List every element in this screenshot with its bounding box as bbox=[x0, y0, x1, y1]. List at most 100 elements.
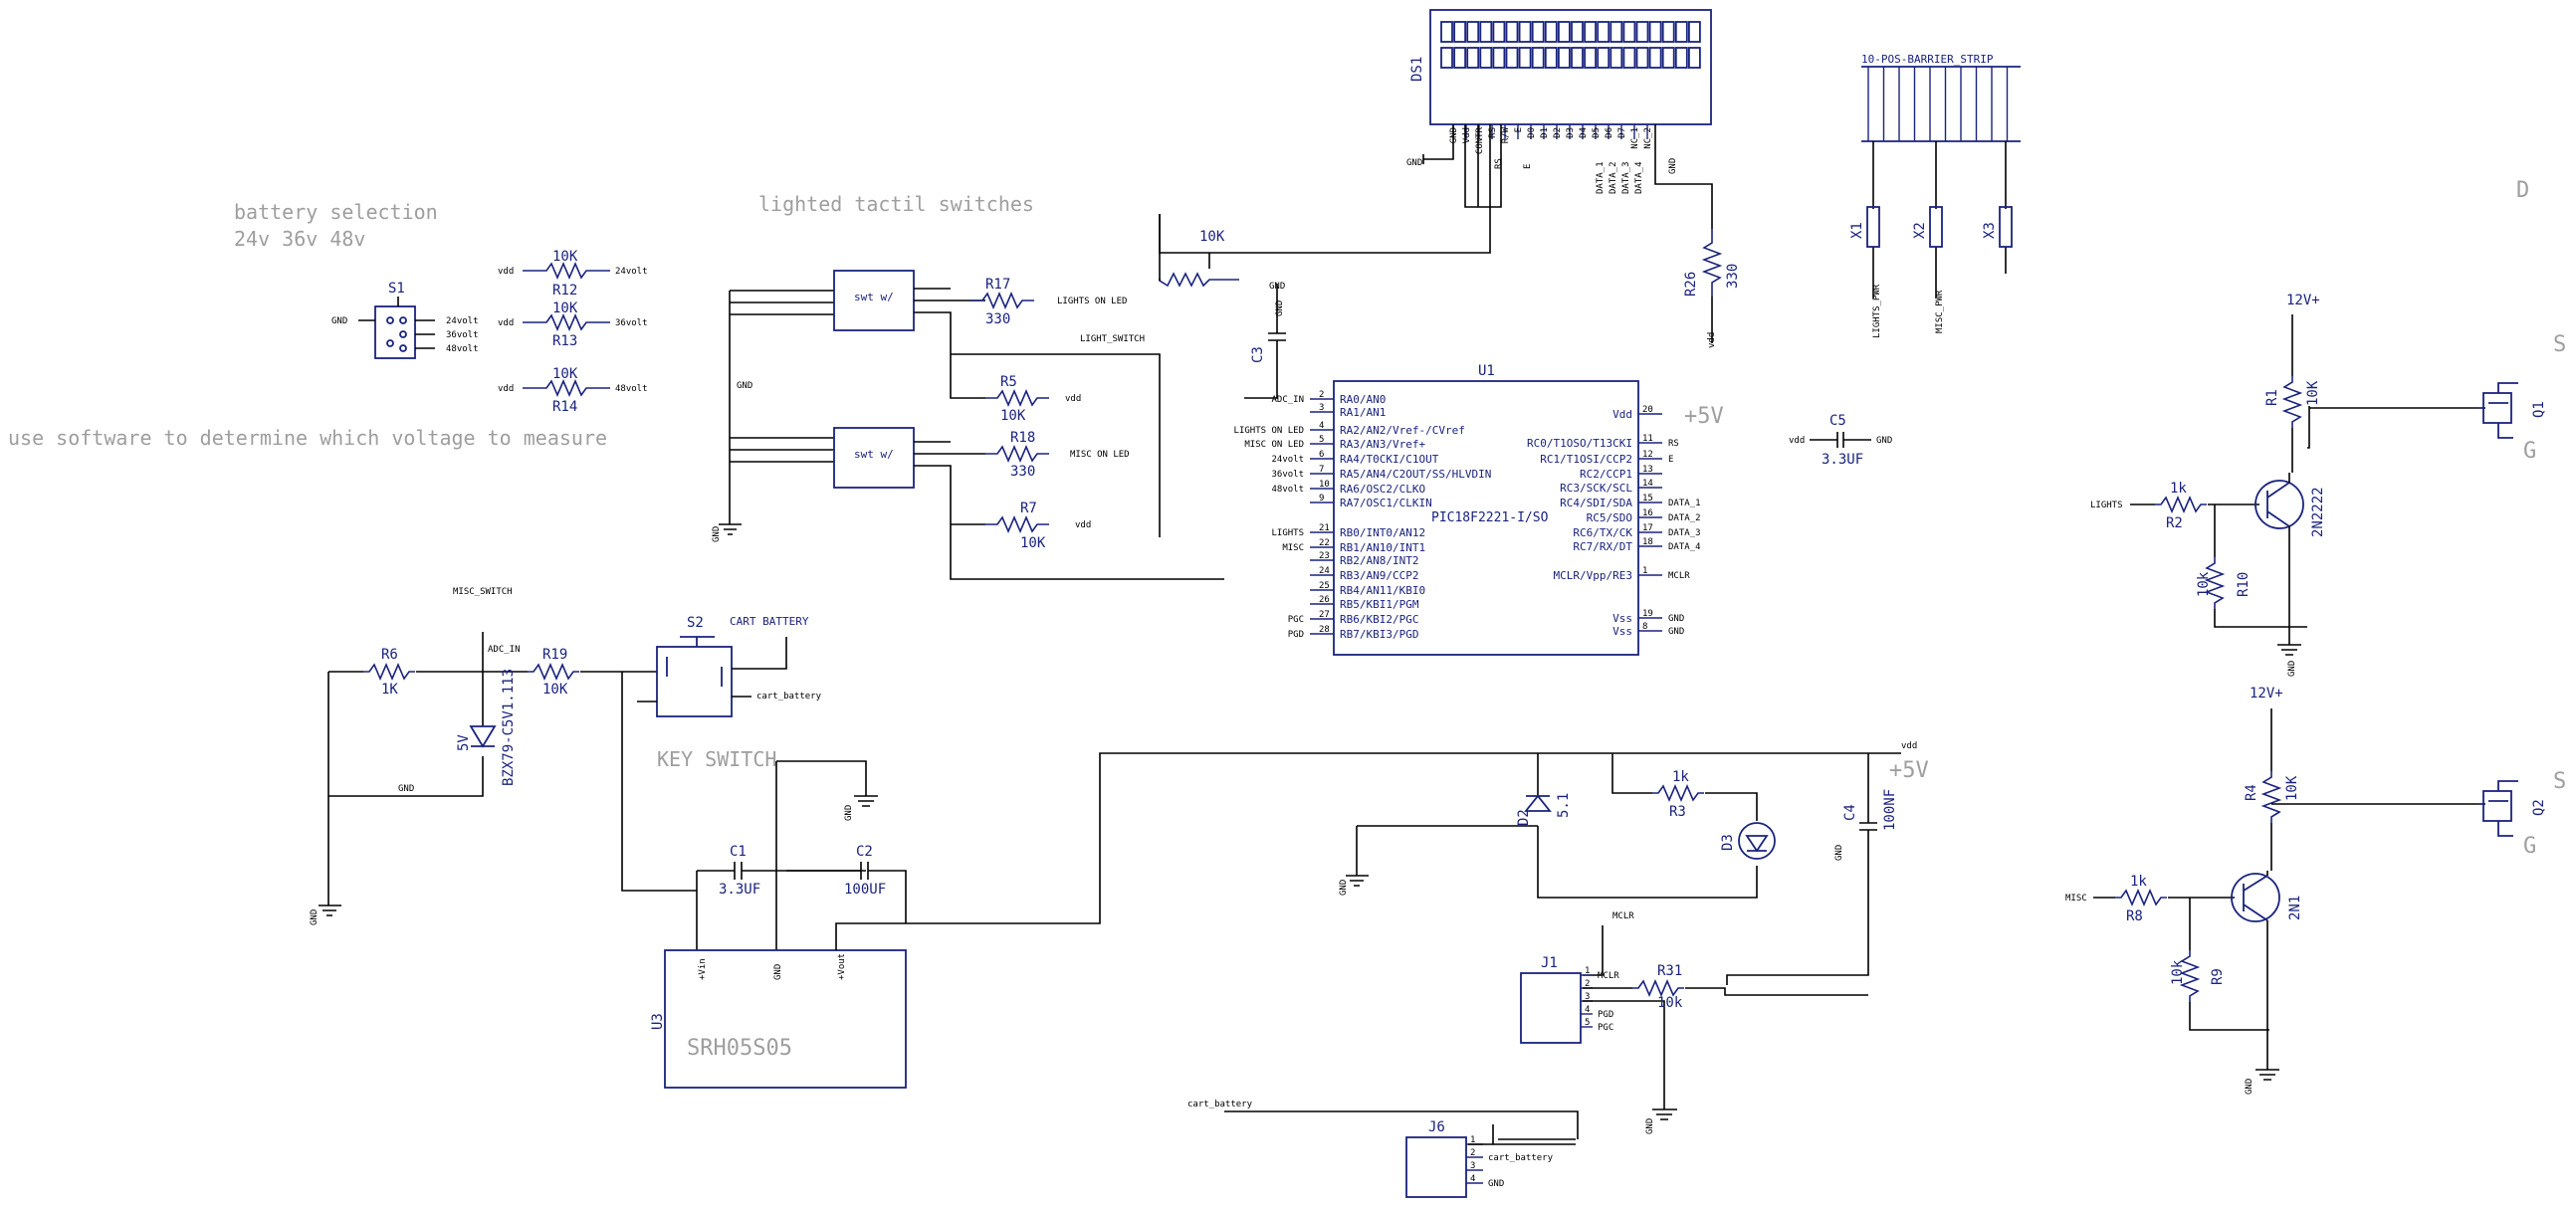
lcd-pin-label: D5 bbox=[1592, 127, 1602, 138]
u1-right-pin-net: RS bbox=[1668, 439, 1679, 449]
u1-right-pin-num: 15 bbox=[1642, 494, 1653, 503]
lcd-pin-label: NC_1 bbox=[1630, 127, 1640, 149]
label-plus5v-c4: +5V bbox=[1889, 758, 1929, 783]
lcd-cell bbox=[1674, 21, 1688, 43]
u1-right-pin-net: MCLR bbox=[1668, 571, 1690, 581]
lcd-cell bbox=[1648, 21, 1662, 43]
lcd-cell bbox=[1518, 21, 1532, 43]
lcd-cell bbox=[1674, 47, 1688, 69]
lcd-cell bbox=[1492, 21, 1506, 43]
label-corner-s2: S bbox=[2553, 769, 2566, 794]
connector-x2: X2 MISC_PWR bbox=[1912, 141, 1945, 333]
lcd-cell bbox=[1688, 21, 1701, 43]
u1-right-pin-name: RC6/TX/CK bbox=[1573, 526, 1632, 539]
q2-value: 2N1 bbox=[2287, 896, 2303, 920]
lcd-cell bbox=[1597, 47, 1610, 69]
u1-left-pin-net: MISC bbox=[1282, 543, 1304, 553]
u3-part: SRH05S05 bbox=[687, 1036, 792, 1061]
u1-left-pin-num: 24 bbox=[1319, 566, 1330, 576]
c5-gnd: GND bbox=[1876, 436, 1892, 446]
u1-left-pin-num: 2 bbox=[1319, 390, 1324, 400]
u1-ref: U1 bbox=[1478, 363, 1495, 379]
note-battery-selection: battery selection bbox=[234, 200, 438, 224]
u1-left-pin-net: MISC ON LED bbox=[1244, 440, 1304, 450]
sw1-label: swt w/ bbox=[854, 291, 894, 303]
lcd-pin-label: R/W bbox=[1501, 126, 1511, 143]
ds1-ref: DS1 bbox=[1409, 57, 1425, 82]
x2-net: MISC_PWR bbox=[1935, 290, 1945, 333]
r7-ref: R7 bbox=[1020, 501, 1037, 516]
u1-left-pin-num: 7 bbox=[1319, 465, 1324, 475]
d2-ref: D2 bbox=[1516, 809, 1532, 826]
u1-right-pin-num: 20 bbox=[1642, 405, 1653, 415]
misc-switch-net: MISC_SWITCH bbox=[453, 587, 513, 597]
j1-pin-net: PGC bbox=[1598, 1023, 1613, 1033]
capacitor-c4: C4 100NF GND bbox=[1726, 753, 1898, 985]
r19-ref: R19 bbox=[542, 647, 567, 663]
r1-value: 10K bbox=[2305, 380, 2321, 406]
lcd-cell bbox=[1610, 21, 1623, 43]
r18-ref: R18 bbox=[1010, 430, 1035, 446]
u1-left-pin-num: 9 bbox=[1319, 494, 1324, 503]
r9-value: 10k bbox=[2170, 959, 2186, 985]
lcd-cell bbox=[1584, 47, 1597, 69]
lcd-pin-label: CONTR bbox=[1475, 126, 1485, 154]
resistor-r26: R26 330 vdd bbox=[1683, 229, 1741, 348]
lcd-pin-label: Vdd bbox=[1462, 127, 1472, 143]
u3-pin-vin: +Vin bbox=[698, 958, 708, 980]
r9-ref: R9 bbox=[2210, 968, 2226, 985]
lcd-cell bbox=[1597, 21, 1610, 43]
capacitor-c2: C2 100UF bbox=[786, 844, 907, 923]
u3-pin-gnd: GND bbox=[773, 964, 783, 980]
label-corner-s1: S bbox=[2553, 332, 2566, 357]
u1-right-pin-name: Vss bbox=[1612, 625, 1632, 638]
ds1-gnd-net: GND bbox=[1406, 158, 1422, 168]
r2-ref: R2 bbox=[2166, 515, 2183, 531]
lcd-cell bbox=[1440, 47, 1453, 69]
lcd-pin-label: D0 bbox=[1527, 127, 1537, 138]
converter-u3: GND U3 SRH05S05 +Vin GND +Vout vdd bbox=[650, 741, 1917, 1089]
r4-ref: R4 bbox=[2244, 784, 2259, 801]
v12b-label: 12V+ bbox=[2250, 686, 2283, 702]
lcd-pin-label: RS bbox=[1488, 127, 1498, 138]
resistor-r3: 1k R3 bbox=[1611, 753, 1758, 821]
lcd-cell bbox=[1584, 21, 1597, 43]
lcd-cell bbox=[1648, 47, 1662, 69]
s2-cart-battery: cart_battery bbox=[756, 692, 822, 702]
lcd-cell bbox=[1479, 21, 1493, 43]
q1-mosfet-ref: Q1 bbox=[2531, 401, 2547, 418]
r17-net: LIGHTS ON LED bbox=[1057, 297, 1127, 306]
r14-ref: R14 bbox=[552, 399, 577, 415]
resistor-r13: vdd 10K R13 36volt bbox=[498, 301, 648, 349]
ds1-rs-net: RS bbox=[1494, 158, 1504, 169]
s1-net-36: 36volt bbox=[446, 330, 479, 340]
pot-value: 10K bbox=[1199, 229, 1225, 245]
c1-value: 3.3UF bbox=[719, 882, 760, 898]
u1-right-pin-net: GND bbox=[1668, 614, 1684, 624]
u1-right-pin-name: RC5/SDO bbox=[1587, 511, 1632, 524]
lcd-pin-label: D3 bbox=[1566, 127, 1576, 138]
z1-side: 5V bbox=[456, 734, 472, 751]
lcd-cell bbox=[1688, 47, 1701, 69]
c4-ref: C4 bbox=[1842, 804, 1858, 821]
barrier-strip: 10-POS-BARRIER_STRIP bbox=[1861, 53, 2021, 142]
mosfet-q1: Q1 bbox=[2478, 382, 2547, 439]
u1-left-pin-num: 10 bbox=[1319, 480, 1330, 490]
u1-right-pin-num: 19 bbox=[1642, 609, 1653, 619]
u1-left-pin-name: RB6/KBI2/PGC bbox=[1340, 613, 1418, 626]
u1-left-pin-net: LIGHTS ON LED bbox=[1234, 426, 1304, 436]
lcd-pin-label: NC_2 bbox=[1643, 127, 1653, 149]
lcd-cell bbox=[1440, 21, 1453, 43]
label-corner-g2: G bbox=[2523, 834, 2536, 859]
u1-left-pin-net: PGC bbox=[1288, 615, 1304, 625]
u1-left-pin-name: RA2/AN2/Vref-/CVref bbox=[1340, 424, 1465, 437]
lcd-cell bbox=[1453, 21, 1466, 43]
j6-pin-num: 1 bbox=[1470, 1135, 1475, 1145]
r26-value: 330 bbox=[1725, 264, 1741, 289]
switches-gnd-net: GND bbox=[737, 381, 752, 391]
q2-gnd: GND bbox=[2245, 1079, 2254, 1095]
u1-right-pin-name: RC7/RX/DT bbox=[1573, 540, 1632, 553]
u1-left-pin-name: RA0/AN0 bbox=[1340, 393, 1386, 406]
lcd-pin-label: D4 bbox=[1579, 127, 1589, 138]
